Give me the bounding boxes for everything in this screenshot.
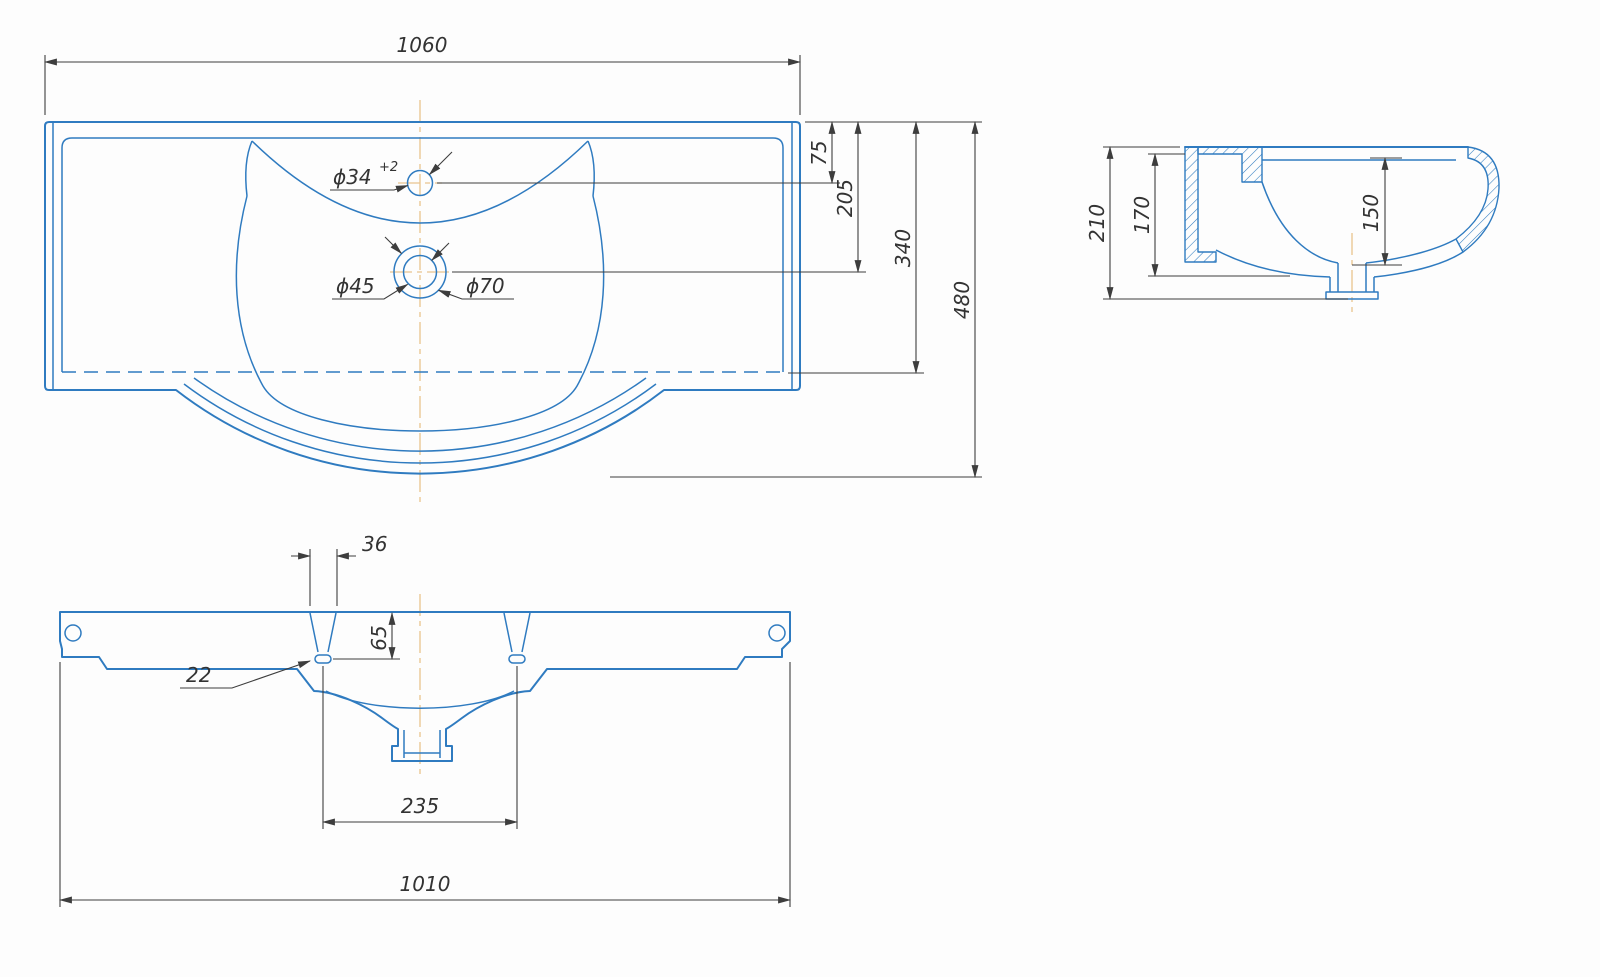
bowl-right-wing [587,140,595,197]
dim-wall-height-label: 170 [1130,196,1154,234]
dim-slot-top-width-label: 36 [362,532,387,556]
bowl-left-wing [245,140,253,197]
dim-overall-height-label: 210 [1085,204,1109,242]
drain-hole-outer [393,245,447,299]
dim-bowl-depth-label: 150 [1359,194,1383,232]
leader-faucet-hole: ϕ34 +2 [330,151,453,193]
deck-section [1197,146,1263,183]
left-slot-countersink [309,612,337,653]
dim-mounting-width: 1010 [58,662,792,907]
bowl-inner-left [1261,181,1339,264]
dim-slot-top-width: 36 [291,532,387,606]
side-view: 210 170 150 [1085,145,1500,312]
dim-bowl-back-depth-label: 340 [891,229,915,267]
drain-hole-inner [402,254,438,290]
dim-mounting-width-label: 1010 [400,872,451,896]
dim-overall-width-label: 1060 [397,33,448,57]
drain-inner-dia-label: ϕ45 [336,274,375,298]
dim-side-stack: 210 170 150 [1085,145,1402,301]
faucet-hole [406,169,434,197]
front-contour [59,611,791,762]
basin-inner-rim [61,137,784,372]
drain-stub-flange [1325,291,1379,300]
drain-inner-lines [403,730,441,758]
leader-drain-outer: ϕ70 [384,236,514,300]
top-view: 1060 75 205 340 480 ϕ34 +2 [43,33,982,505]
right-fixing-slot [508,654,526,664]
front-view: 36 65 22 235 1010 [58,532,792,907]
front-bulge-arc-2 [183,383,657,464]
dim-slot-length-label: 22 [186,663,211,687]
dim-slot-center-offset: 65 [333,611,400,661]
bowl-outer-right [1373,251,1464,278]
dim-faucet-depth-label: 75 [807,140,831,165]
dim-depth-stack: 75 205 340 480 [437,120,982,479]
back-wall-section [1184,146,1217,263]
basin-outer-contour [44,121,801,475]
dim-slot-spacing-label: 235 [401,794,439,818]
dim-drain-depth-label: 205 [833,179,857,217]
drain-stub-walls [1329,263,1375,292]
dim-overall-depth-label: 480 [950,281,974,319]
left-fixing-slot [314,654,332,664]
faucet-hole-tolerance-label: +2 [379,160,398,175]
faucet-hole-dia-label: ϕ34 [333,165,372,189]
dim-slot-center-offset-label: 65 [367,625,391,650]
bowl-outer-left [1215,249,1331,278]
dim-slot-spacing: 235 [321,666,519,829]
right-slot-countersink [503,612,531,653]
leader-slot-length: 22 [180,660,312,689]
bowl-underside-inner-line [325,690,515,709]
front-rim-section [1455,146,1500,253]
leader-drain-inner: ϕ45 [332,242,450,300]
right-mount-hole [768,624,786,642]
bowl-contour [235,195,605,432]
deck-edge-arc [251,140,589,224]
dim-overall-width: 1060 [43,33,802,115]
left-mount-hole [64,624,82,642]
front-bulge-arc-3 [193,377,647,452]
bowl-inner-right [1365,238,1457,264]
drain-outer-dia-label: ϕ70 [466,274,505,298]
